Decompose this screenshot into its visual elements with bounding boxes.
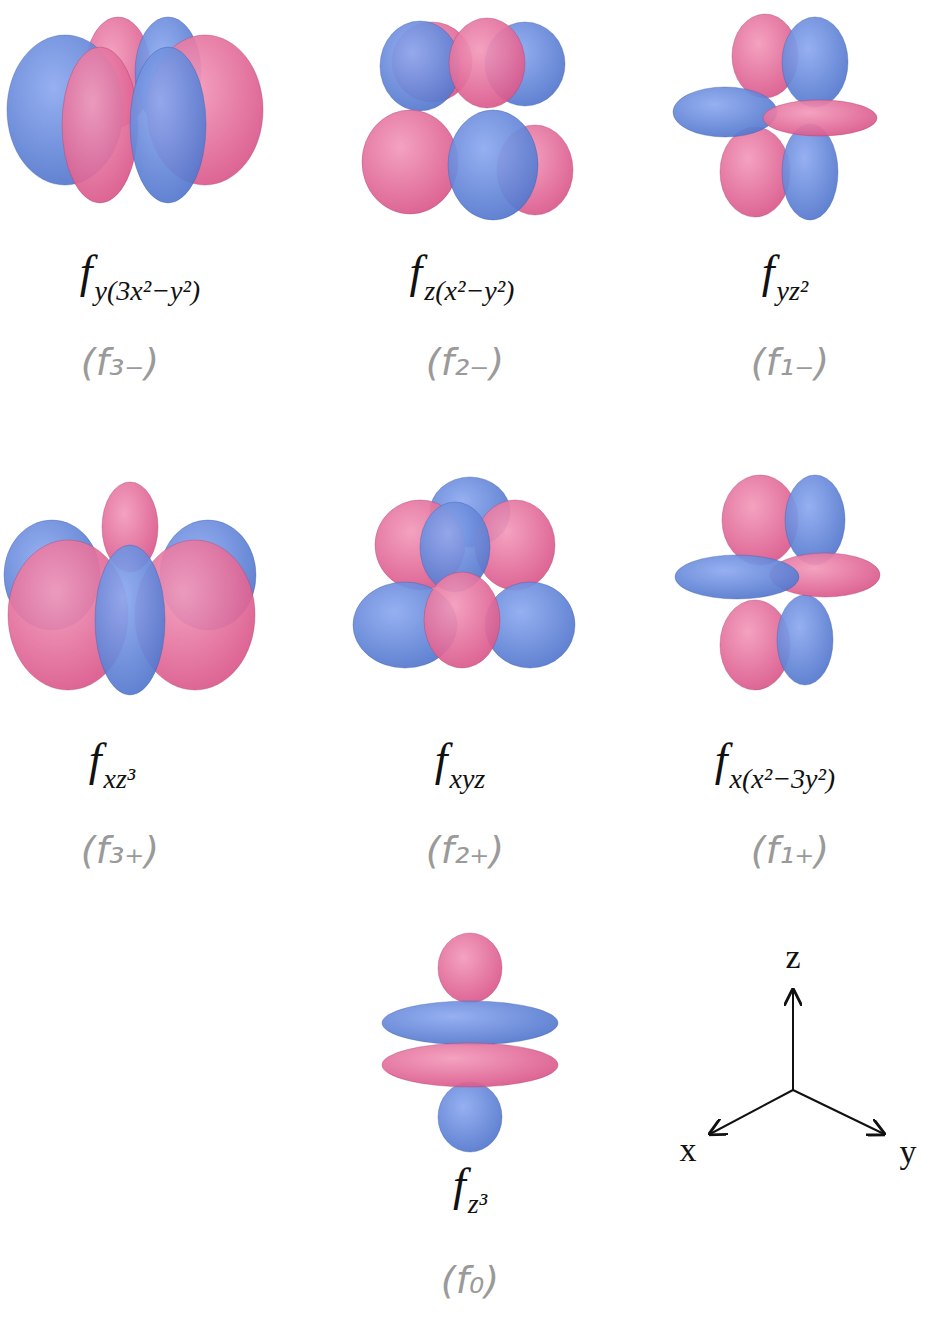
lobe [380, 21, 460, 111]
orbital-code: (f₁₋) [751, 340, 829, 384]
orbital-symbol: f [435, 734, 448, 785]
orbital-code: (f₂₋) [426, 340, 504, 384]
ring-lobe [763, 100, 877, 136]
lobe [777, 595, 833, 685]
lobe [424, 572, 500, 668]
lobe [782, 124, 838, 220]
orbital-f3-minus [7, 17, 263, 203]
label-group: (f₀) [441, 1261, 499, 1299]
orbital-f2-minus [362, 18, 573, 220]
orbital-code: (f₂₊) [426, 828, 504, 872]
axis-label: x [680, 1131, 697, 1168]
label-group: y [900, 1135, 917, 1169]
label-group: fz(x²−y²) [410, 249, 515, 295]
label-group: x [680, 1133, 697, 1167]
orbital-symbol: f [762, 246, 775, 297]
orbital-subscript: x(x²−3y²) [730, 763, 836, 794]
orbital-subscript: xz³ [104, 763, 136, 794]
lobe [95, 545, 165, 695]
label-group: fxz³ [89, 737, 136, 783]
orbital-subscript: xyz [450, 763, 486, 794]
lobe [438, 1082, 502, 1152]
axis-line [793, 1090, 884, 1134]
orbital-symbol: f [453, 1159, 466, 1210]
lobe [62, 47, 138, 203]
axis-line [792, 990, 794, 1090]
orbital-code: (f₀) [441, 1258, 499, 1302]
ring-lobe [675, 555, 799, 599]
lobe [449, 18, 525, 108]
label-group: (f₁₊) [751, 831, 829, 869]
orbital-subscript: y(3x²−y²) [95, 275, 201, 306]
lobe [785, 475, 845, 565]
ring-lobe [382, 1043, 558, 1087]
ring-lobe [382, 1001, 558, 1045]
orbital-subscript: z(x²−y²) [424, 275, 514, 306]
label-group: (f₁₋) [751, 343, 829, 381]
lobe [130, 47, 206, 203]
label-group: (f₃₊) [81, 831, 159, 869]
label-group: (f₂₋) [426, 343, 504, 381]
label-group: (f₃₋) [81, 343, 159, 381]
lobe [720, 127, 790, 217]
label-group: fz³ [453, 1162, 487, 1208]
orbital-subscript: yz² [777, 275, 809, 306]
orbital-symbol: f [715, 734, 728, 785]
lobe [438, 933, 502, 1003]
axes [710, 990, 884, 1134]
label-group: z [785, 940, 800, 974]
orbital-code: (f₃₋) [81, 340, 159, 384]
lobe [448, 110, 538, 220]
axis-label: z [785, 938, 800, 975]
orbital-f1-plus [675, 475, 880, 690]
orbital-symbol: f [80, 246, 93, 297]
lobe [362, 110, 458, 214]
orbital-code: (f₁₊) [751, 828, 829, 872]
axis-line [710, 1090, 793, 1134]
ring-lobe [673, 87, 777, 137]
label-group: fx(x²−3y²) [715, 737, 835, 783]
orbital-subscript: z³ [468, 1188, 487, 1219]
orbital-f1-minus [673, 14, 877, 220]
label-group: fy(3x²−y²) [80, 249, 200, 295]
label-group: (f₂₊) [426, 831, 504, 869]
orbital-code: (f₃₊) [81, 828, 159, 872]
orbital-symbol: f [410, 246, 423, 297]
label-group: fyz² [762, 249, 809, 295]
lobe [782, 17, 848, 107]
label-group: fxyz [435, 737, 486, 783]
orbital-f2-plus [353, 477, 575, 668]
orbital-symbol: f [89, 734, 102, 785]
axis-label: y [900, 1133, 917, 1170]
orbital-f3-plus [4, 482, 256, 695]
orbital-f0 [382, 933, 558, 1152]
